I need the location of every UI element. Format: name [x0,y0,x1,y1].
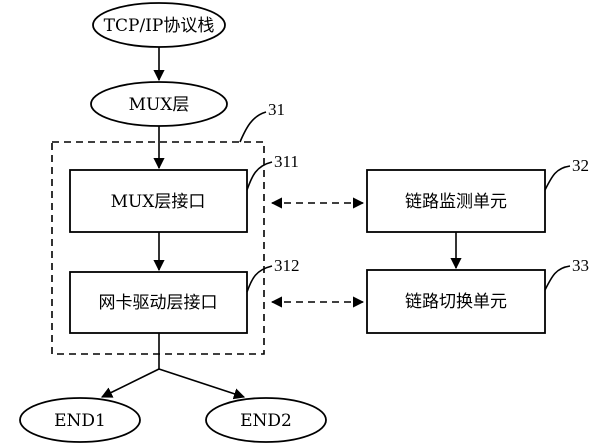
leader-33 [544,265,571,291]
ref-number-31: 31 [268,100,285,119]
link-switch-node: 链路切换单元 [366,269,546,334]
end2-node: END2 [205,397,327,443]
end2-label: END2 [240,411,292,431]
arrow-to-end2 [158,368,246,400]
ref-number-312: 312 [274,256,300,275]
module-group-boundary [51,141,265,355]
tcpip-stack-label: TCP/IP协议栈 [104,16,215,36]
nic-interface-node: 网卡驱动层接口 [69,271,248,334]
ref-number-33: 33 [572,256,589,275]
end1-node: END1 [19,397,141,443]
mux-interface-label: MUX层接口 [111,192,206,212]
nic-interface-label: 网卡驱动层接口 [99,293,218,313]
ref-number-32: 32 [572,156,589,175]
leader-32 [544,165,571,191]
end1-label: END1 [54,411,106,431]
mux-layer-label: MUX层 [129,95,190,115]
leader-312 [246,265,273,293]
mux-interface-node: MUX层接口 [69,169,248,233]
leader-31 [239,111,267,143]
tcpip-stack-node: TCP/IP协议栈 [92,2,226,48]
leader-311 [246,161,273,191]
link-monitor-label: 链路监测单元 [405,192,507,212]
mux-layer-node: MUX层 [90,81,228,127]
link-monitor-node: 链路监测单元 [366,169,546,233]
arrow-to-end1 [100,368,160,398]
ref-number-311: 311 [274,152,299,171]
link-switch-label: 链路切换单元 [405,292,507,312]
